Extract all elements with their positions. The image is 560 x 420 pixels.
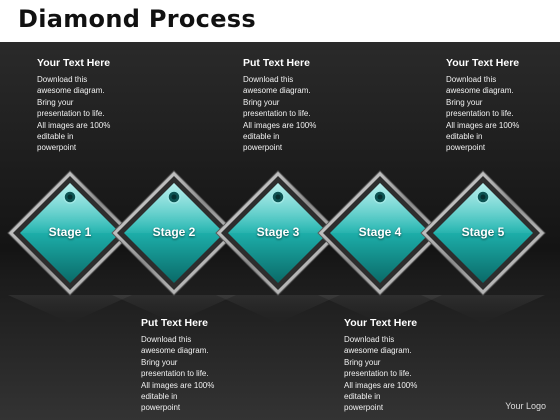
diamond-reflection [421,295,545,323]
stage-diamond-4 [317,170,443,323]
hole-center [171,194,177,200]
text-block-body: Download this awesome diagram. Bring you… [243,75,317,153]
diamond-shine [433,183,533,233]
text-block-heading: Your Text Here [344,317,418,329]
hole-center [275,194,281,200]
text-block-heading: Put Text Here [243,57,310,69]
hole-center [67,194,73,200]
title-bar: Diamond Process [0,0,560,42]
diamond-reflection [8,295,132,323]
diamond-shine [20,183,120,233]
stage-diamond-1 [7,170,133,323]
diamond-shine [124,183,224,233]
text-block-bottom-1: Put Text Here Download this awesome diag… [141,317,241,414]
text-block-top-2: Put Text Here Download this awesome diag… [243,57,343,154]
stage-diamond-2 [111,170,237,323]
text-block-top-1: Your Text Here Download this awesome dia… [37,57,137,154]
stage-diamond-5 [420,170,546,323]
text-block-heading: Put Text Here [141,317,208,329]
text-block-bottom-2: Your Text Here Download this awesome dia… [344,317,444,414]
text-block-body: Download this awesome diagram. Bring you… [37,75,111,153]
hole-center [377,194,383,200]
text-block-body: Download this awesome diagram. Bring you… [344,335,418,413]
logo-text: Your Logo [505,401,546,411]
text-block-heading: Your Text Here [37,57,111,69]
diamond-shine [330,183,430,233]
text-block-heading: Your Text Here [446,57,520,69]
diamond-reflection [216,295,340,323]
stage-label: Stage 3 [256,225,300,239]
page-title: Diamond Process [18,5,256,33]
stage-diamond-3 [215,170,341,323]
stage-label: Stage 2 [152,225,196,239]
diamond-reflection [318,295,442,323]
stage-label: Stage 4 [358,225,402,239]
text-block-body: Download this awesome diagram. Bring you… [141,335,215,413]
diamond-reflection [112,295,236,323]
hole-center [480,194,486,200]
diamond-shine [228,183,328,233]
text-block-body: Download this awesome diagram. Bring you… [446,75,520,153]
text-block-top-3: Your Text Here Download this awesome dia… [446,57,546,154]
stage-label: Stage 1 [48,225,92,239]
stage-label: Stage 5 [461,225,505,239]
